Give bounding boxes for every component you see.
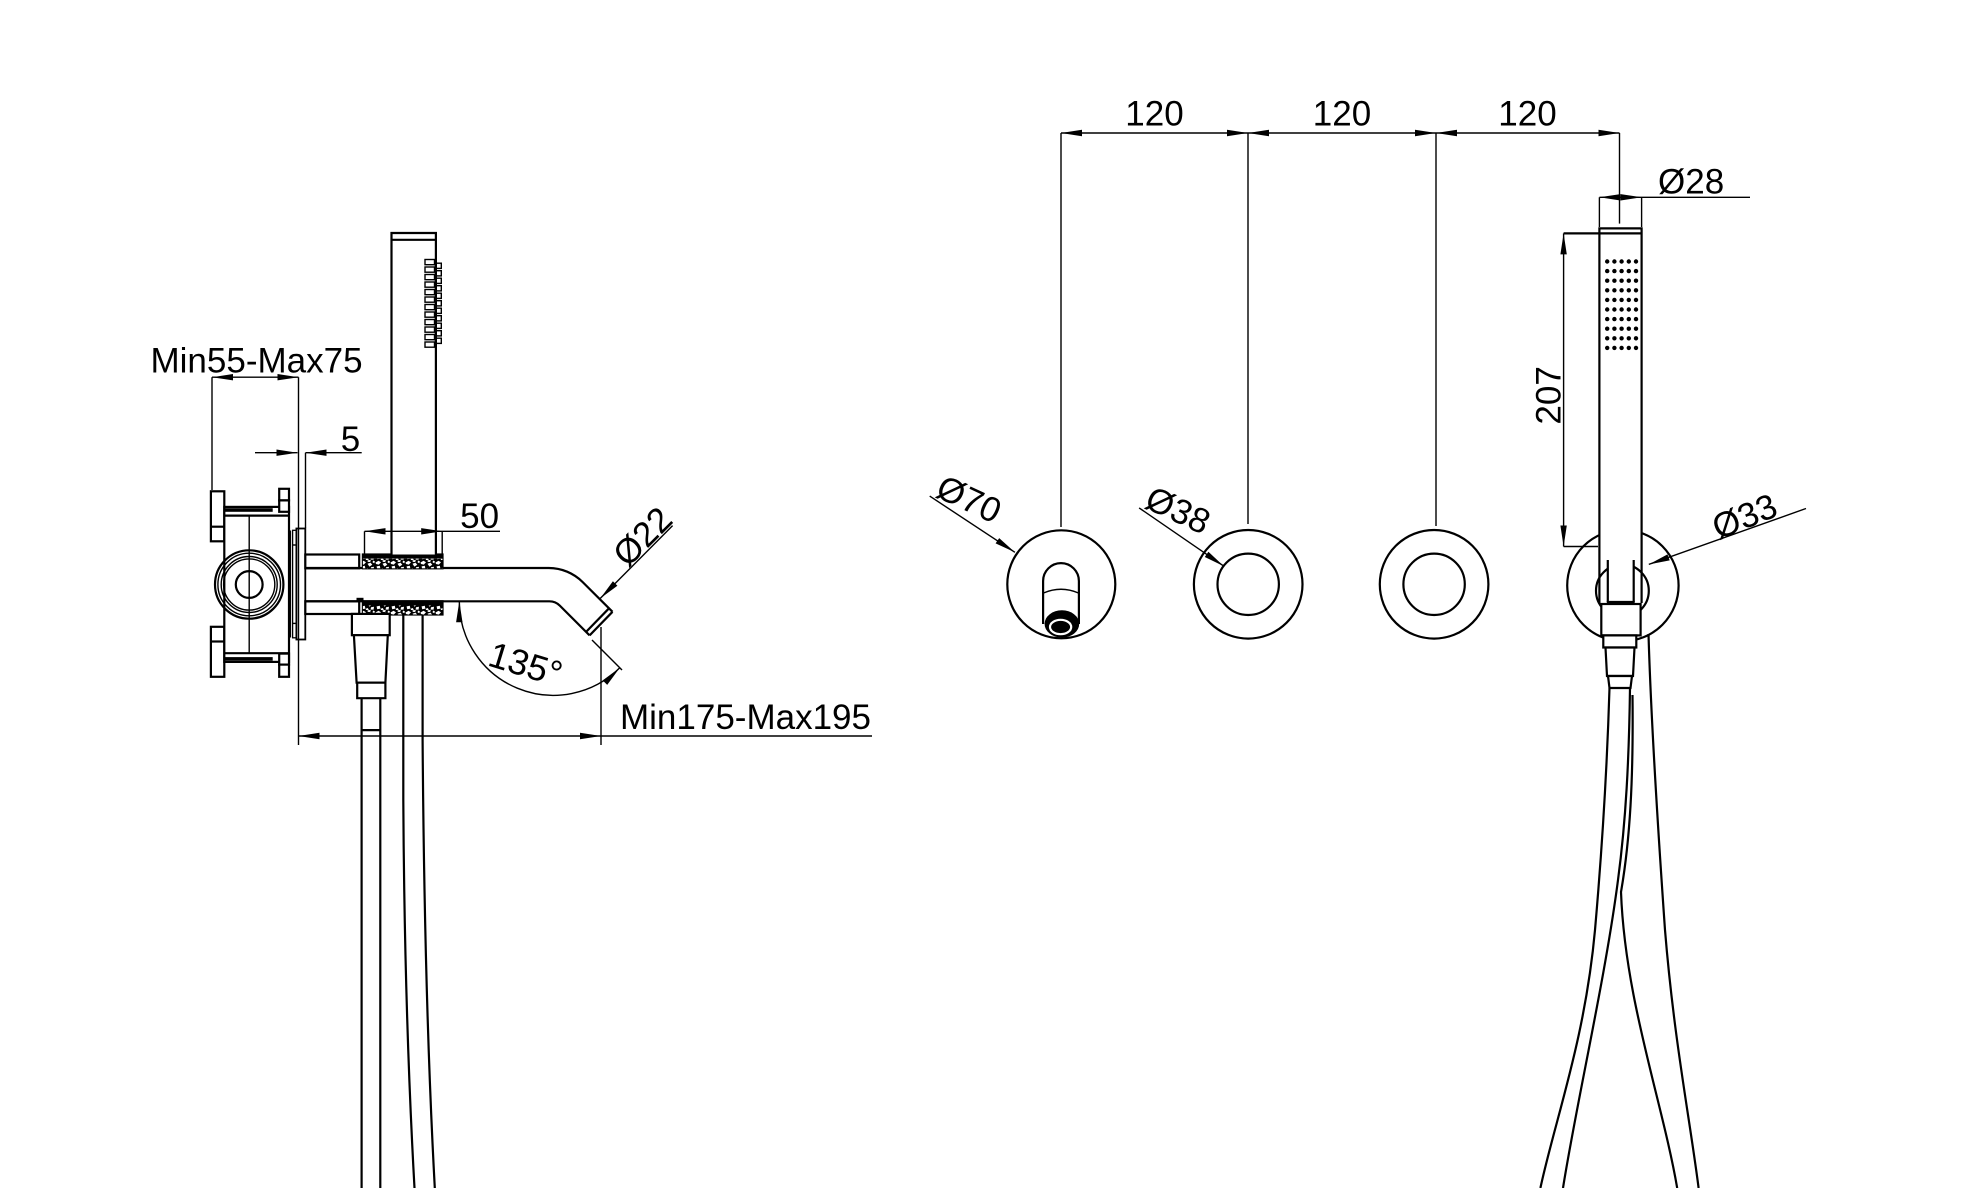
svg-text:5: 5 — [341, 420, 360, 459]
svg-text:120: 120 — [1313, 95, 1371, 134]
svg-text:120: 120 — [1125, 95, 1183, 134]
svg-text:207: 207 — [1530, 366, 1569, 424]
svg-text:120: 120 — [1498, 95, 1556, 134]
svg-text:Min55-Max75: Min55-Max75 — [151, 342, 363, 381]
svg-text:Ø28: Ø28 — [1658, 163, 1724, 202]
svg-text:50: 50 — [460, 497, 499, 536]
svg-text:Min175-Max195: Min175-Max195 — [620, 698, 871, 737]
